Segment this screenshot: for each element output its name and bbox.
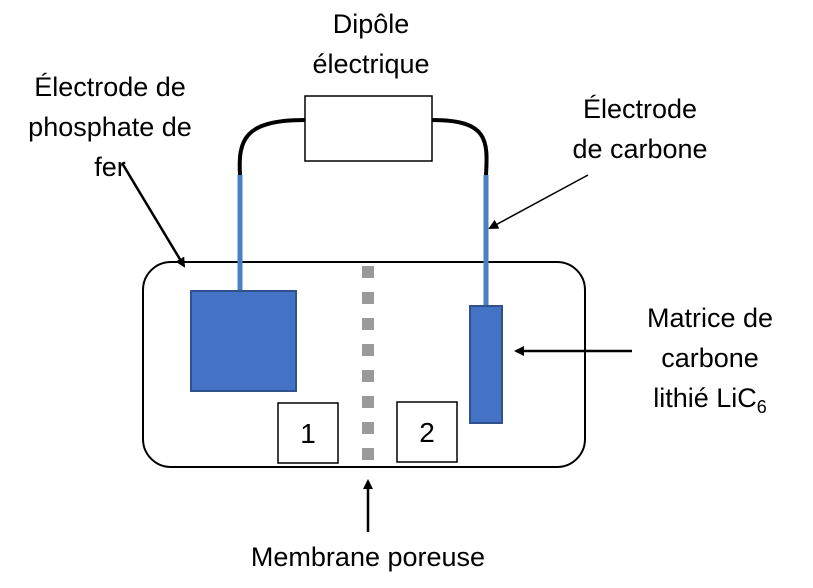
membrane-label: Membrane poreuse bbox=[251, 542, 485, 572]
porous-membrane bbox=[362, 266, 374, 460]
compartment-1-box bbox=[277, 402, 339, 464]
carbon-electrode-label-line2: de carbone bbox=[572, 134, 707, 164]
iron-phosphate-arrow bbox=[120, 162, 186, 268]
iron-phosphate-electrode bbox=[190, 290, 297, 392]
compartment-2-label: 2 bbox=[419, 417, 435, 448]
iron-phosphate-label-line2: phosphate de bbox=[28, 112, 192, 142]
electric-dipole bbox=[304, 95, 433, 162]
dipole-label-line1: Dipôle bbox=[333, 9, 410, 39]
carbon-electrode-arrow bbox=[488, 174, 589, 229]
matrix-label-line2: carbone bbox=[661, 343, 759, 373]
compartment-1-label: 1 bbox=[300, 418, 316, 449]
right-wire bbox=[431, 118, 489, 176]
matrix-label-line3: lithié LiC6 bbox=[653, 383, 767, 417]
iron-phosphate-label-line1: Électrode de bbox=[34, 72, 186, 102]
compartment-2-box bbox=[396, 401, 458, 463]
matrix-label-formula: lithié LiC bbox=[653, 383, 757, 413]
matrix-label-line1: Matrice de bbox=[647, 303, 773, 333]
left-wire bbox=[237, 118, 306, 176]
dipole-label-line2: électrique bbox=[312, 49, 429, 79]
carbon-matrix-electrode bbox=[469, 305, 503, 424]
iron-phosphate-label-line3: fer bbox=[94, 152, 126, 182]
matrix-label-subscript: 6 bbox=[757, 397, 767, 417]
carbon-electrode-label-line1: Électrode bbox=[583, 94, 697, 124]
